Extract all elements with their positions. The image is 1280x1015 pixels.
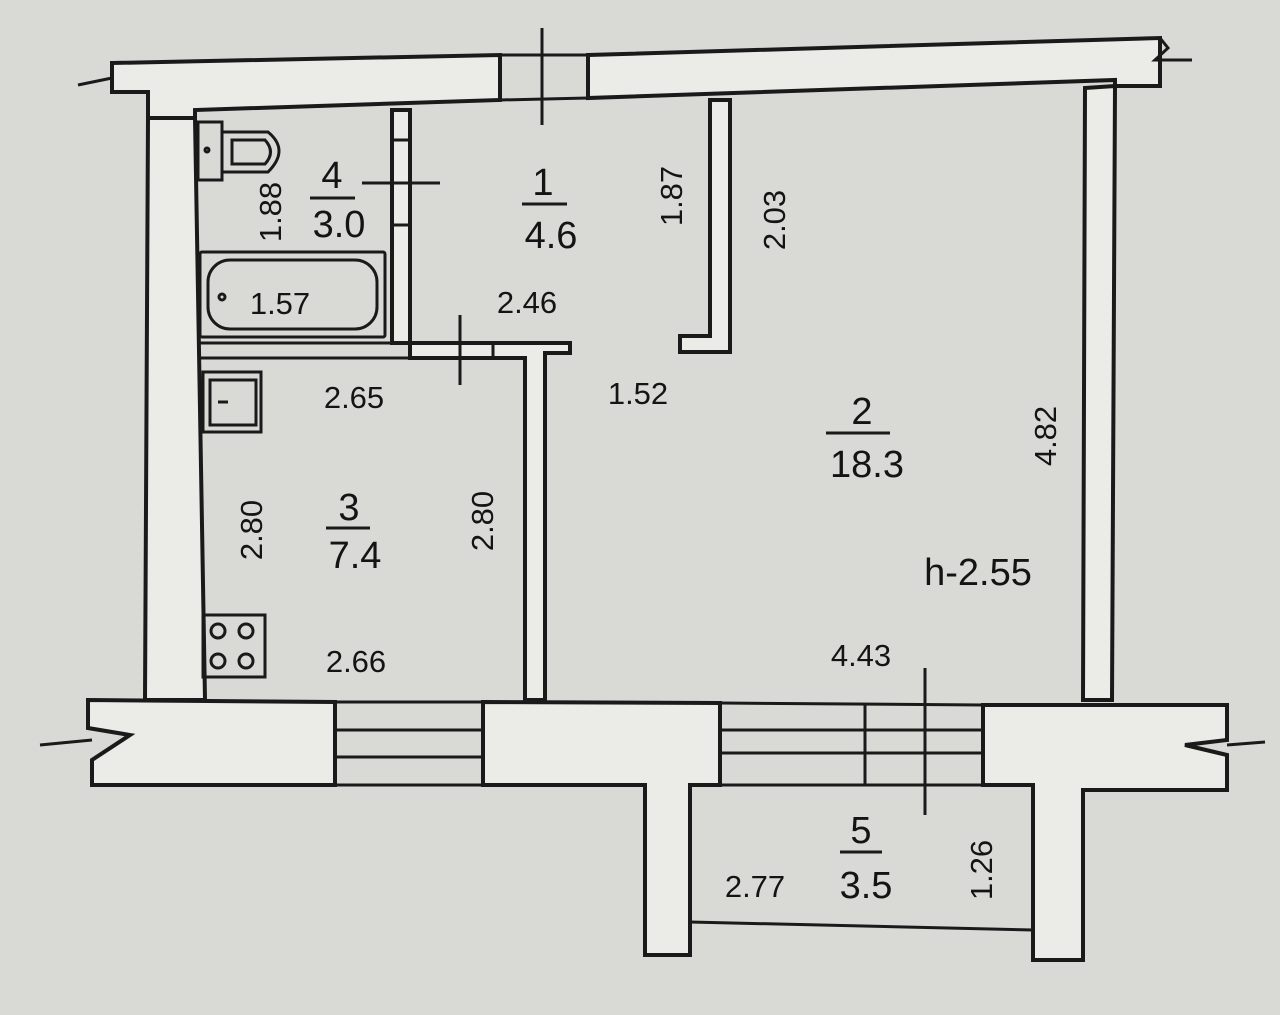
bottom-window-left	[335, 700, 483, 787]
dim-kitchen-top: 2.65	[324, 380, 384, 415]
top-window	[499, 53, 589, 102]
dim-balcony-depth: 1.26	[964, 840, 999, 900]
bottom-left-jog	[39, 738, 93, 747]
bottom-wall-center	[481, 699, 722, 957]
toilet-icon	[196, 120, 281, 182]
top-right-jog	[1151, 37, 1192, 62]
dim-kitchen-right: 2.80	[465, 491, 500, 551]
top-wall	[110, 52, 502, 120]
ceiling-height: h-2.55	[924, 552, 1032, 594]
dim-living-width: 4.43	[831, 638, 891, 673]
room-1-area: 4.6	[525, 215, 578, 257]
dim-bath-height: 1.88	[253, 182, 288, 242]
dim-living-height: 4.82	[1028, 406, 1063, 466]
room-5-area: 3.5	[840, 865, 893, 907]
room-4-area: 3.0	[313, 204, 366, 246]
room-2-area: 18.3	[830, 444, 904, 486]
room-4-number: 4	[321, 155, 342, 197]
dim-closet-height: 2.03	[757, 190, 792, 250]
room-5-number: 5	[850, 810, 871, 852]
bottom-wall-right	[981, 703, 1229, 962]
dim-hall-height: 1.87	[654, 166, 689, 226]
bottom-wall-left	[86, 697, 337, 787]
stove-icon	[201, 613, 267, 679]
hall-lower-wall	[408, 341, 572, 702]
balcony-outline	[689, 920, 1034, 932]
closet-partition	[678, 98, 732, 354]
dim-bath-tub: 1.57	[250, 286, 310, 321]
bathroom-bottom-wall	[198, 341, 410, 360]
sink-icon	[201, 370, 263, 434]
dim-hall-width: 2.46	[497, 285, 557, 320]
top-wall-right	[586, 35, 1162, 101]
dim-kitchen-bottom: 2.66	[326, 644, 386, 679]
bathtub-icon	[198, 250, 387, 339]
bottom-window-right	[719, 701, 984, 787]
dim-balcony-width: 2.77	[725, 869, 785, 904]
top-left-jog	[77, 63, 114, 87]
room-3-area: 7.4	[329, 535, 382, 577]
bottom-right-jog	[1226, 740, 1266, 747]
room-1-number: 1	[532, 162, 553, 204]
left-wall	[142, 116, 208, 702]
dim-hall-lower: 1.52	[608, 376, 668, 411]
dim-kitchen-left: 2.80	[234, 500, 269, 560]
room-3-number: 3	[338, 487, 359, 529]
right-wall	[1080, 83, 1118, 702]
room-2-number: 2	[851, 391, 872, 433]
